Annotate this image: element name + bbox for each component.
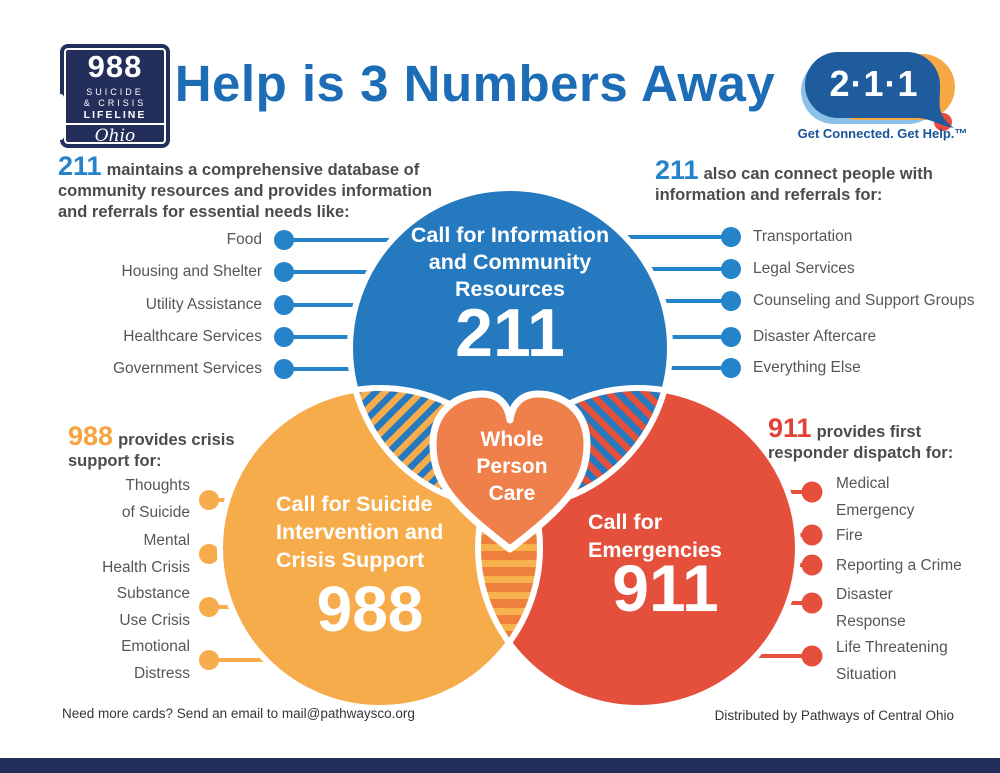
heart-label: Whole Person Care: [476, 428, 548, 505]
intro-211-left-text: maintains a comprehensive database of co…: [58, 161, 433, 221]
circle-911-label: Call for Emergencies: [588, 510, 722, 562]
circle-211-number: 211: [455, 295, 565, 371]
circle-911-number: 911: [612, 551, 719, 625]
connector-dot: [199, 597, 219, 617]
list-item: Emotional Distress: [121, 638, 190, 682]
logo-211-speech-bubble: [805, 52, 954, 128]
connector-dot: [274, 262, 294, 282]
circle-911-outline: [475, 385, 801, 711]
intro-211-right-text: also can connect people with information…: [655, 165, 933, 204]
footer-attribution: Distributed by Pathways of Central Ohio: [714, 708, 954, 723]
connector-dot: [721, 327, 741, 347]
logo-988-divider: [66, 123, 164, 125]
list-item: Utility Assistance: [145, 296, 262, 313]
logo-988-side-tab: [57, 94, 64, 140]
list-item: Medical Emergency: [836, 475, 915, 519]
connector-dot: [721, 291, 741, 311]
connector-dot: [721, 358, 741, 378]
logo-988-sub3: LIFELINE: [83, 109, 147, 121]
list-item: Life Threatening Situation: [836, 639, 948, 683]
connector-dot: [199, 490, 219, 510]
number-211: 211: [655, 155, 699, 185]
number-988: 988: [68, 421, 114, 451]
connector-dot: [801, 481, 823, 503]
logo-988-lifeline: 988 SUICIDE & CRISIS LIFELINE Ohio: [57, 44, 170, 148]
logo-988-state: Ohio: [94, 126, 136, 146]
list-item: Food: [226, 231, 262, 248]
logo-211-number: 2·1·1: [829, 63, 919, 104]
logo-988-border: [64, 48, 166, 144]
connector-dot: [721, 259, 741, 279]
footer-contact: Need more cards? Send an email to mail@p…: [62, 706, 415, 721]
connector-dot: [274, 327, 294, 347]
footer-bar: [0, 758, 1000, 773]
circle-211-label: Call for Information and Community Resou…: [410, 223, 610, 301]
page-title: Help is 3 Numbers Away: [174, 55, 776, 112]
connector-dot: [274, 359, 294, 379]
circle-988-label: Call for Suicide Intervention and Crisis…: [276, 492, 444, 572]
list-item: Fire: [836, 527, 863, 544]
circle-988-outline: [217, 385, 543, 711]
list-item: Housing and Shelter: [121, 263, 262, 280]
list-item: Counseling and Support Groups: [753, 292, 975, 309]
list-item: Thoughts of Suicide: [121, 477, 190, 521]
logo-211-tagline: Get Connected. Get Help.™: [797, 126, 968, 141]
connector-dot: [721, 227, 741, 247]
connector-dot: [199, 544, 219, 564]
circle-988-number: 988: [316, 573, 424, 645]
list-item: Substance Use Crisis: [116, 585, 190, 629]
connector-dot: [801, 524, 823, 546]
connector-dot: [274, 295, 294, 315]
logo-988-sub1: SUICIDE: [86, 87, 144, 97]
number-211: 211: [58, 151, 102, 181]
list-item: Mental Health Crisis: [102, 532, 190, 576]
list-item: Disaster Aftercare: [753, 328, 877, 345]
list-item: Disaster Response: [836, 586, 906, 630]
connector-dot: [801, 554, 823, 576]
logo-988-number: 988: [87, 49, 143, 84]
section-988-text: provides crisis support for:: [68, 431, 235, 470]
connector-dot: [274, 230, 294, 250]
list-item: Reporting a Crime: [836, 557, 962, 574]
number-911: 911: [768, 413, 812, 443]
logo-211-bubble: [801, 52, 955, 131]
list-item: Everything Else: [753, 359, 861, 376]
section-911-text: provides first responder dispatch for:: [768, 423, 954, 462]
connector-dot: [801, 645, 823, 667]
logo-988-sub2: & CRISIS: [83, 98, 147, 108]
list-item: Healthcare Services: [123, 328, 262, 345]
connector-dot: [801, 592, 823, 614]
heart-shape: [429, 390, 591, 553]
list-item: Transportation: [753, 228, 853, 245]
connector-dot: [199, 650, 219, 670]
list-item: Legal Services: [753, 260, 855, 277]
list-item: Government Services: [112, 360, 262, 377]
